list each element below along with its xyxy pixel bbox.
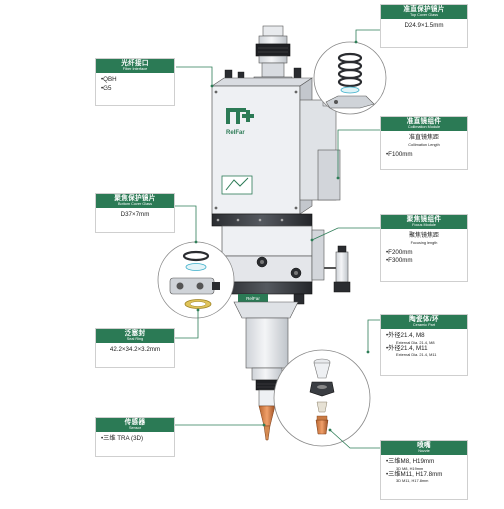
top-cover-glass-title: 准直保护镜片: [383, 6, 465, 13]
fiber-interface-item: •G5: [101, 85, 169, 93]
bottom-cover-glass-spec: D37×7mm: [101, 211, 169, 219]
ceramic-part-title: 陶瓷体/环: [383, 316, 465, 323]
collimation-module-title: 准直镜组件: [383, 118, 465, 125]
sensor-title: 传感器: [98, 419, 172, 426]
seal-ring-subtitle: Seal Ring: [98, 337, 172, 341]
side-gas-fitting: [324, 246, 350, 292]
fiber-connector: [254, 26, 292, 83]
fiber-interface-item: •QBH: [101, 76, 169, 84]
ceramic-nozzle-inset: [274, 350, 370, 446]
sensor-item: •三维 TRA (3D): [101, 435, 169, 443]
ceramic-part-subtitle: Ceramic Part: [383, 323, 465, 327]
nozzle-title: 喷嘴: [383, 442, 465, 449]
dark-band-top: [212, 214, 312, 226]
focusing-length-item: •F200mm: [386, 249, 462, 257]
collimation-module-subtitle: Collimation Module: [383, 125, 465, 129]
fiber-interface-subtitle: Fiber Interface: [98, 67, 172, 71]
top-cover-glass-spec: D24.9×1.5mm: [386, 22, 462, 30]
seal-ring-spec: 42.2×34.2×3.2mm: [101, 346, 169, 354]
top-fitting-right: [294, 68, 301, 78]
collimation-length-label: 准直镜焦距: [386, 134, 462, 142]
bottom-cover-glass-subtitle: Bottom Cover Glass: [98, 202, 172, 206]
fiber-interface-title: 光纤接口: [98, 60, 172, 67]
focus-module-title: 聚焦镜组件: [383, 216, 465, 223]
bottom-glass-inset: [158, 242, 234, 318]
nozzle-subtitle: Nozzle: [383, 449, 465, 453]
collimation-length-label-en: Collimation Length: [386, 143, 462, 148]
focusing-length-label: 聚焦镜焦距: [386, 232, 462, 240]
nozzle-item-en: 3D M11, H17.8mm: [386, 478, 462, 483]
collimation-length-item: •F100mm: [386, 151, 462, 159]
sensor-subtitle: Sensor: [98, 426, 172, 430]
svg-text:RelFar: RelFar: [246, 296, 260, 301]
focus-housing: [222, 226, 324, 282]
focus-module-subtitle: Focus Module: [383, 223, 465, 227]
focusing-length-item: •F300mm: [386, 257, 462, 265]
dark-band-bottom: [222, 282, 312, 294]
ceramic-part-item-en: External Dia. 21.4, M11: [386, 352, 462, 357]
seal-ring-title: 泛塞封: [98, 330, 172, 337]
top-fitting-left: [225, 70, 232, 79]
top-cover-glass-subtitle: Top Cover Glass: [383, 13, 465, 17]
bottom-cover-glass-title: 聚焦保护镜片: [98, 195, 172, 202]
focusing-length-label-en: Focusing length: [386, 241, 462, 246]
svg-text:RelFar: RelFar: [226, 130, 245, 136]
top-glass-inset: [314, 42, 386, 114]
